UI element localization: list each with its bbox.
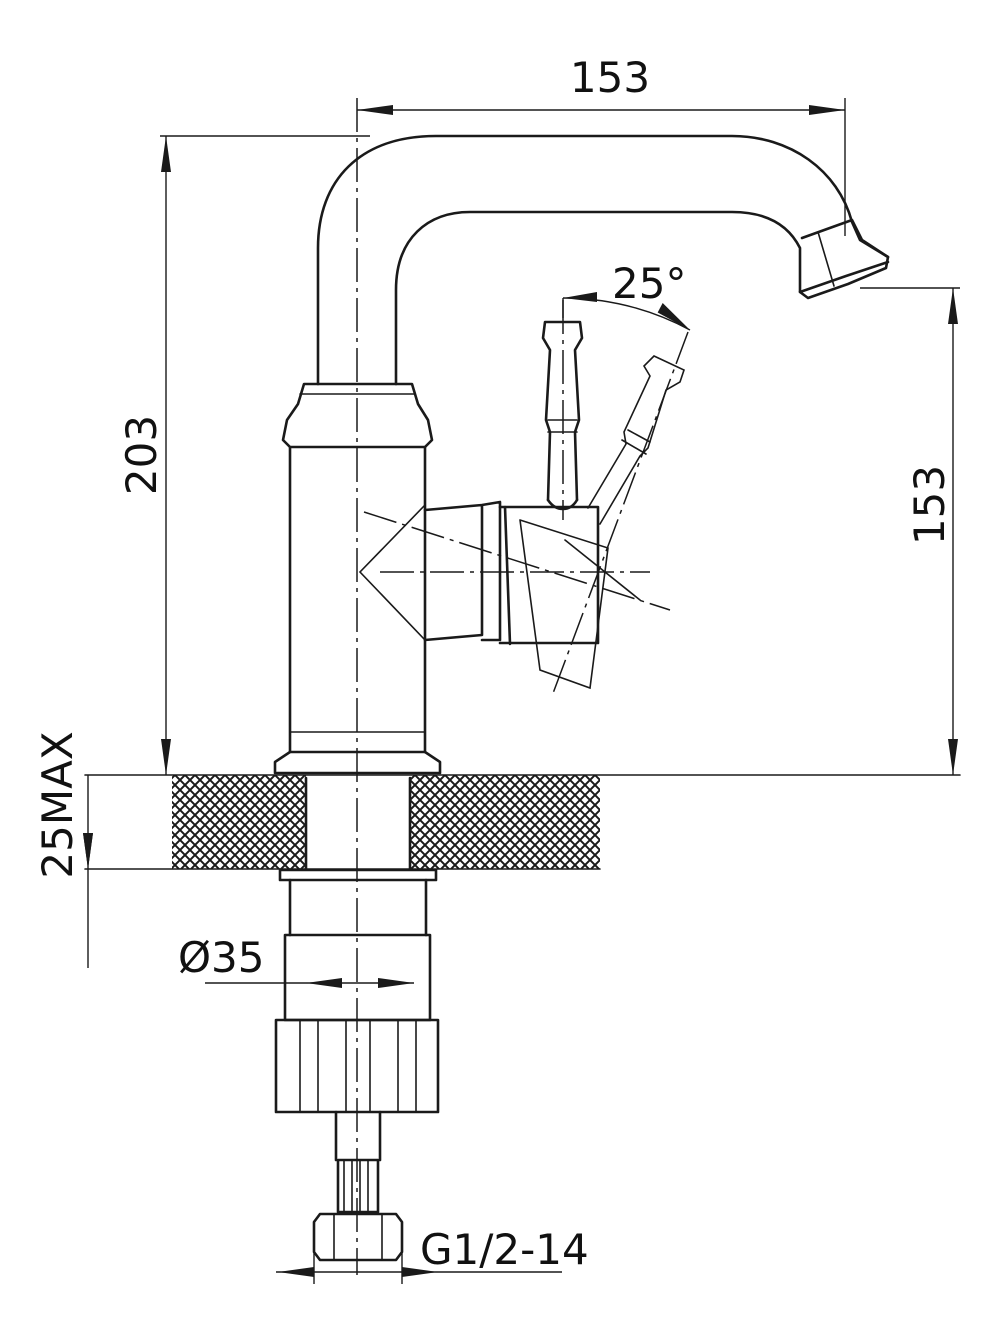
- hose-ferrule: [336, 1158, 380, 1214]
- centerlines: [356, 98, 689, 1275]
- label-thread: G1/2-14: [420, 1225, 589, 1274]
- spout: [316, 134, 890, 386]
- supply-hose: [334, 1110, 382, 1162]
- countertop-left-hatch: [172, 775, 306, 869]
- label-hole-diameter: Ø35: [178, 933, 265, 982]
- dimension-labels: 153 203 153 25° 25MAX Ø35 G1/2-14: [33, 53, 954, 1274]
- handle-axis-tilted: [363, 511, 671, 611]
- countertop-section: [84, 774, 961, 871]
- label-total-height: 203: [117, 415, 166, 495]
- handle-body-tilted: [519, 519, 609, 690]
- countertop-right-hatch: [410, 775, 600, 869]
- lever-axis-tilted: [551, 331, 689, 697]
- handle-housing: [423, 500, 502, 642]
- lever-tilted: [587, 355, 685, 525]
- label-spout-height: 153: [905, 465, 954, 545]
- dimensions: [83, 98, 960, 1284]
- mounting-hardware: [274, 868, 440, 1262]
- cone-outline: [358, 504, 426, 641]
- hex-nut: [312, 1212, 404, 1262]
- label-top-width: 153: [570, 53, 650, 102]
- washer: [278, 868, 438, 882]
- locknut: [274, 1018, 440, 1114]
- faucet-body: [273, 134, 890, 775]
- column: [288, 445, 427, 754]
- label-handle-angle: 25°: [612, 259, 686, 308]
- aerator: [798, 218, 890, 294]
- label-max-thickness: 25MAX: [33, 731, 82, 878]
- threaded-shank: [288, 878, 428, 937]
- collar: [281, 382, 434, 449]
